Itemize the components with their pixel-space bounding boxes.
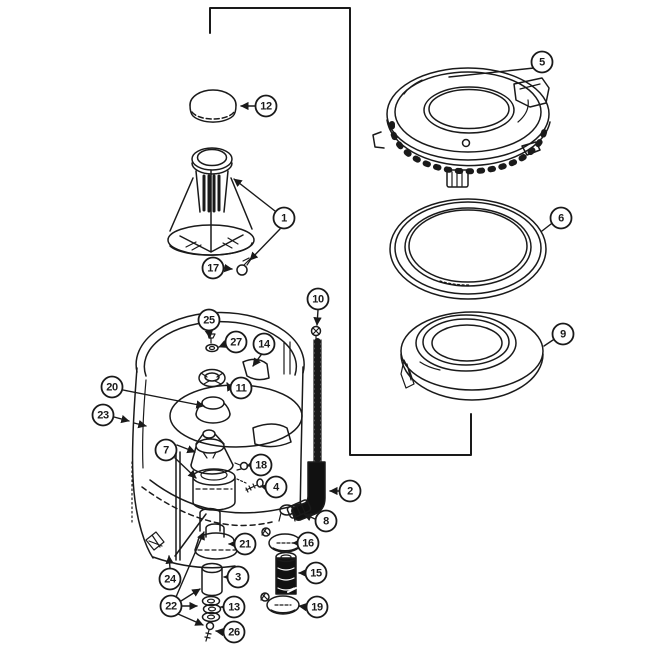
svg-text:6: 6 [558,213,564,225]
svg-text:22: 22 [165,601,177,613]
callout-25: 25 [197,308,221,332]
tub-gasket-part [389,198,547,300]
washer-stack-part [201,595,222,623]
connector-clamp-part [261,527,302,553]
spacer-sleeve-part [201,562,223,597]
outer-tub-part [131,311,305,569]
callout-13: 13 [222,595,246,619]
lower-clamp-part [260,592,300,615]
tub-screw-and-washer-parts [205,333,219,353]
callout-5: 5 [530,50,554,74]
svg-text:24: 24 [164,574,177,586]
svg-text:20: 20 [106,382,118,394]
svg-text:26: 26 [228,627,240,639]
svg-text:21: 21 [239,539,251,551]
callout-15: 15 [304,561,328,585]
svg-text:4: 4 [273,482,280,494]
svg-text:2: 2 [347,486,353,498]
drive-bell-parts [190,429,236,532]
callout-6: 6 [549,206,573,230]
agitator-part [167,147,255,256]
svg-text:8: 8 [323,516,329,528]
fountain-cap-part [195,396,231,424]
callout-20: 20 [100,375,124,399]
callout-12: 12 [254,94,278,118]
svg-text:25: 25 [203,315,215,327]
callout-3: 3 [226,565,250,589]
callout-7: 7 [154,438,178,462]
svg-text:11: 11 [236,383,247,395]
svg-text:18: 18 [255,460,267,472]
agitator-bolt-part [236,257,252,276]
svg-text:7: 7 [163,445,169,457]
tub-nut-part [198,368,226,388]
svg-text:16: 16 [302,538,314,550]
svg-text:10: 10 [312,294,324,306]
agitator-cap-part [189,89,237,123]
tub-mount-part [194,523,238,560]
callout-8: 8 [314,509,338,533]
callout-4: 4 [264,475,288,499]
corrugated-hose-part [275,551,297,595]
svg-text:19: 19 [311,602,323,614]
callout-23: 23 [91,403,115,427]
svg-text:14: 14 [258,339,271,351]
callout-9: 9 [551,322,575,346]
callouts-layer: 1234567891011121314151617181920212223242… [91,50,575,644]
svg-text:9: 9 [560,329,566,341]
callout-14: 14 [252,332,276,356]
svg-text:13: 13 [228,602,240,614]
mount-screw-part [204,621,215,642]
hose-clamp-part [286,499,312,519]
callout-24: 24 [158,567,182,591]
svg-text:23: 23 [97,410,109,422]
svg-text:12: 12 [260,101,272,113]
callout-19: 19 [305,595,329,619]
callout-18: 18 [249,453,273,477]
svg-text:15: 15 [310,568,322,580]
svg-text:27: 27 [230,337,242,349]
callout-2: 2 [338,479,362,503]
callout-22: 22 [159,594,183,618]
callout-1: 1 [272,206,296,230]
callout-27: 27 [224,330,248,354]
callout-11: 11 [229,376,253,400]
assembly-bracket-line [209,7,472,456]
svg-text:5: 5 [539,57,545,69]
tub-bolt-part [236,478,264,493]
hose-cap-part [310,325,322,341]
callout-26: 26 [222,620,246,644]
tub-cover-part [372,67,551,188]
hub-screw-part [234,461,249,471]
svg-text:3: 3 [235,572,241,584]
callout-10: 10 [306,287,330,311]
svg-text:1: 1 [281,213,287,225]
seal-ring-part [400,311,544,401]
callout-17: 17 [201,256,225,280]
callout-16: 16 [296,531,320,555]
svg-text:17: 17 [207,263,219,275]
callout-21: 21 [233,532,257,556]
leader-lines [113,67,554,637]
